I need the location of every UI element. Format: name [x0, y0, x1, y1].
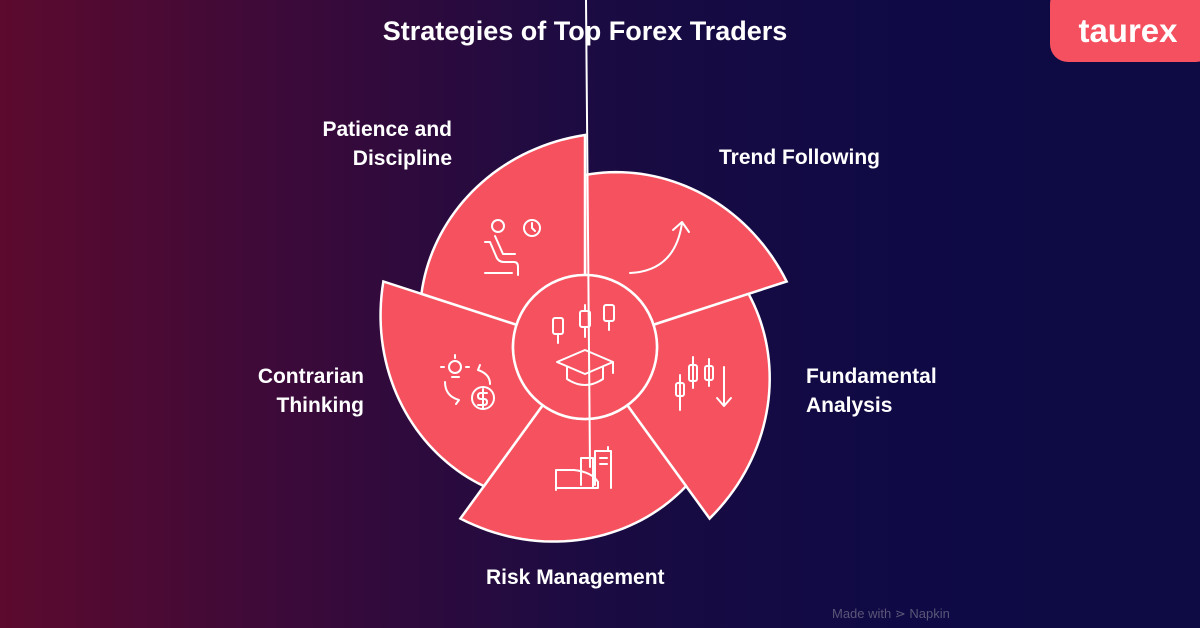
label-line: Trend Following [719, 146, 880, 169]
seated-person-clock-icon [484, 219, 541, 276]
candlestick-graduation-cap-icon [552, 304, 615, 386]
taurex-logo[interactable]: taurex [1050, 0, 1200, 62]
buildings-shield-icon [555, 0, 612, 491]
page-title: Strategies of Top Forex Traders [382, 16, 788, 46]
label-contrarian-thinking: Contrarian Thinking [200, 362, 364, 420]
idea-money-cycle-icon [440, 354, 495, 410]
label-line: Thinking [276, 394, 365, 417]
label-line: Fundamental [806, 365, 937, 388]
label-patience-discipline: Patience and Discipline [250, 115, 452, 173]
label-line: Contrarian [257, 365, 364, 388]
made-with-napkin: Made with ⋗ Napkin [832, 606, 950, 621]
label-line: Discipline [352, 147, 452, 170]
label-fundamental-analysis: Fundamental Analysis [806, 362, 937, 420]
candlestick-down-icon [675, 356, 732, 411]
label-trend-following: Trend Following [719, 143, 880, 172]
center-hub [511, 273, 659, 421]
label-line: Risk Management [486, 566, 665, 589]
label-risk-management: Risk Management [486, 563, 665, 592]
label-line: Analysis [806, 394, 893, 417]
trend-up-arrow-icon [629, 221, 690, 274]
label-line: Patience and [322, 118, 452, 141]
